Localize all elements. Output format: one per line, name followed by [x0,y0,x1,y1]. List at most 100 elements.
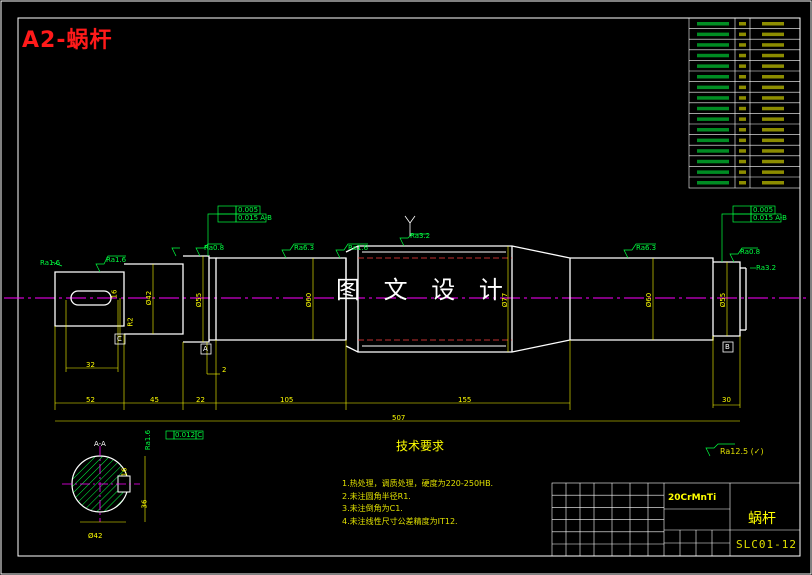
material: 20CrMnTi [668,493,717,503]
table-cell-mark [739,106,746,111]
tol-key-symmetry: 0.012 C [175,431,203,439]
table-cell-mark [739,128,746,132]
ra-1: Ra1.6 [106,256,127,264]
requirement-2: 2.未注圆角半径R1. [342,491,411,501]
section-dia: Ø42 [88,532,103,540]
requirement-3: 3.未注倒角为C1. [342,504,403,513]
table-cell-mark [697,149,729,153]
section-a-a [62,446,146,523]
dim-dia-a: Ø42 [145,290,154,306]
tol-left-1: 0.005 [238,206,259,214]
table-cell-mark [739,85,746,90]
table-cell-mark [762,64,784,68]
table-cell-mark [697,64,729,68]
requirements-title: 技术要求 [396,439,445,453]
dim-dia-b: Ø55 [195,292,204,308]
tolerance-frames [165,205,782,440]
ra-5: Ra1.6 [348,244,369,252]
tol-left-2: 0.015 A-B [238,214,272,222]
default-roughness: Ra12.5 (✓) [720,447,764,456]
table-cell-mark [762,159,784,164]
drawing-number: SLC01-12 [736,538,797,551]
requirement-1: 1.热处理，调质处理，硬度为220-250HB. [342,479,494,488]
dim-45: 45 [150,396,159,404]
table-cell-mark [697,75,729,79]
worm-parameter-table [688,17,801,189]
table-cell-mark [762,170,784,174]
table-cell-mark [739,75,746,79]
table-cell-mark [697,181,729,185]
section-label: A-A [94,440,106,448]
table-cell-mark [762,149,784,153]
table-cell-mark [739,149,746,153]
section-width: 16 [120,467,129,477]
dim-keyway: 16 [110,289,119,299]
dim-dia-f: Ø55 [719,292,728,308]
dim-155: 155 [458,396,472,404]
requirements-list: 1.热处理，调质处理，硬度为220-250HB. 2.未注圆角半径R1. 3.未… [342,478,493,528]
table-cell-mark [697,170,729,174]
dim-22: 22 [196,396,205,404]
table-cell-mark [762,75,784,79]
worm-tooth-outline [362,251,506,347]
roughness-symbols [51,233,758,457]
datum-boxes [114,333,734,355]
dim-dia-e: Ø60 [645,292,654,308]
table-cell-mark [762,181,784,185]
table-cell-mark [739,22,746,26]
ra-2: Ra1.6 [40,259,61,267]
table-cell-mark [762,53,784,58]
table-cell-mark [739,170,746,174]
tol-right-2: 0.015 A-B [753,214,787,222]
table-cell-mark [739,159,746,164]
table-cell-mark [697,53,729,58]
table-cell-mark [697,43,729,47]
table-cell-mark [739,181,746,185]
table-cell-mark [762,32,784,37]
part-name: 蜗杆 [748,511,776,527]
ra-6: Ra3.2 [410,232,431,240]
table-cell-mark [697,96,729,100]
table-cell-mark [739,96,746,100]
parameter-table-entries [697,22,784,185]
dim-2: 2 [222,366,227,374]
welding-mark [404,215,416,236]
table-cell-mark [762,22,784,26]
worm-thread-lines [358,257,512,341]
table-cell-mark [739,32,746,37]
dim-r2: R2 [126,317,135,327]
table-cell-mark [762,128,784,132]
table-cell-mark [762,85,784,90]
title-block [551,482,801,557]
table-cell-mark [697,106,729,111]
requirement-4: 4.未注线性尺寸公差精度为IT12. [342,516,458,526]
dim-105: 105 [280,396,294,404]
table-cell-mark [697,85,729,90]
tol-right-1: 0.005 [753,206,774,214]
table-cell-mark [762,96,784,100]
table-cell-mark [739,53,746,58]
table-cell-mark [697,128,729,132]
ra-4: Ra6.3 [294,244,315,252]
table-cell-mark [739,43,746,47]
table-cell-mark [739,138,746,143]
dim-dia-c: Ø60 [305,292,314,308]
dim-key-length: 32 [86,361,95,369]
table-cell-mark [697,32,729,37]
shaft-outline [54,245,747,353]
table-cell-mark [697,117,729,121]
dim-30: 30 [722,396,731,404]
inner-frame [17,17,801,557]
table-cell-mark [739,64,746,68]
table-cell-mark [762,43,784,47]
table-cell-mark [697,159,729,164]
ra-8: Ra0.8 [740,248,761,256]
datum-c: C [117,335,122,343]
dim-52: 52 [86,396,95,404]
ra-3: Ra0.8 [204,244,225,252]
watermark-text: 图 文 设 计 [336,276,511,304]
table-cell-mark [739,117,746,121]
dim-total: 507 [392,414,406,422]
table-cell-mark [762,117,784,121]
